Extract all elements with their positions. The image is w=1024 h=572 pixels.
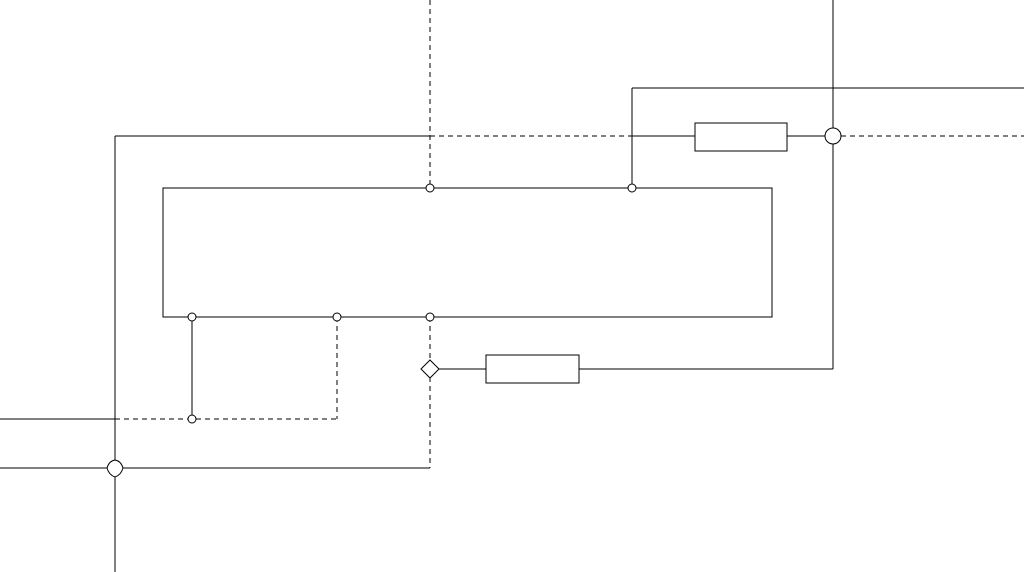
junction-node-right — [824, 127, 842, 145]
junction-node-diamond — [420, 359, 440, 379]
terminal-top-1 — [425, 183, 435, 193]
bottom-resistor — [485, 354, 580, 384]
terminal-lower — [187, 414, 197, 424]
terminal-top-2 — [627, 183, 637, 193]
junction-node-bottom-left — [106, 459, 124, 478]
terminal-bottom-1 — [187, 312, 197, 322]
terminal-bottom-3 — [425, 312, 435, 322]
main-box — [162, 187, 773, 318]
top-resistor — [694, 122, 788, 152]
terminal-bottom-2 — [332, 312, 342, 322]
